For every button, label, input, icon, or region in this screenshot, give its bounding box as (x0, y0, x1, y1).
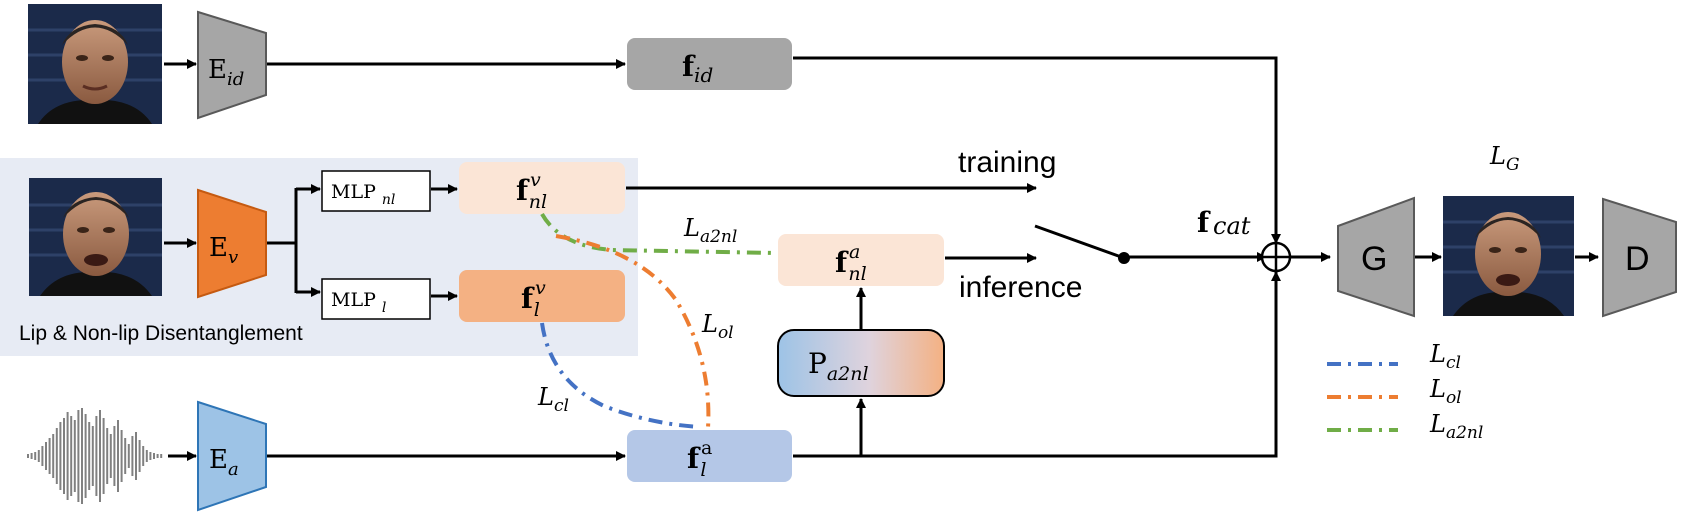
panel-label: Lip & Non-lip Disentanglement (19, 322, 303, 345)
training-label: training (958, 146, 1056, 179)
identity-encoder (197, 10, 267, 120)
visual-face-image (29, 178, 162, 296)
visual-encoder (197, 188, 267, 299)
loss-g-label: LG (1489, 142, 1520, 175)
legend: Lcl Lol La2nl (1327, 340, 1483, 443)
switch-pivot (1118, 252, 1130, 264)
feature-id-label: fid (682, 50, 713, 87)
loss-cl-label: Lcl (537, 383, 569, 416)
feature-audio-lip-box (627, 430, 792, 482)
mlp-nonlip-label: MLP nl (331, 181, 395, 208)
identity-face-image (28, 4, 162, 124)
generated-face-image (1443, 196, 1574, 316)
line-fal-to-sum (793, 271, 1281, 458)
loss-ol-label: Lol (701, 310, 734, 343)
feature-id-box (627, 38, 792, 90)
audio-encoder-label: Ea (209, 445, 239, 480)
audio-waveform-icon (27, 408, 163, 504)
loss-a2nl-curve (540, 212, 777, 255)
feature-audio-nonlip-box (778, 234, 944, 286)
legend-a2nl-label: La2nl (1429, 410, 1483, 443)
feature-visual-nonlip-box (459, 162, 625, 214)
concat-sum-operator (1260, 241, 1292, 273)
predictor-label: Pa2nl (808, 347, 869, 385)
legend-cl-label: Lcl (1429, 340, 1461, 373)
feature-visual-lip-box (459, 270, 625, 322)
switch-lever (1034, 224, 1125, 260)
loss-cl-curve (540, 322, 701, 429)
identity-encoder-label: Eid (208, 55, 244, 90)
audio-encoder (197, 400, 267, 512)
mlp-lip-box (321, 278, 431, 320)
discriminator-label: D (1625, 240, 1650, 278)
generator-label: G (1361, 240, 1387, 278)
legend-ol-label: Lol (1429, 375, 1462, 408)
inference-label: inference (959, 271, 1082, 304)
generator-block (1337, 196, 1415, 318)
mlp-lip-label: MLP l (331, 289, 386, 316)
line-fid-to-sum (793, 56, 1281, 244)
loss-a2nl-label: La2nl (683, 214, 737, 247)
visual-encoder-label: Ev (209, 233, 238, 268)
mlp-nonlip-box (321, 170, 431, 212)
discriminator-block (1602, 197, 1677, 318)
